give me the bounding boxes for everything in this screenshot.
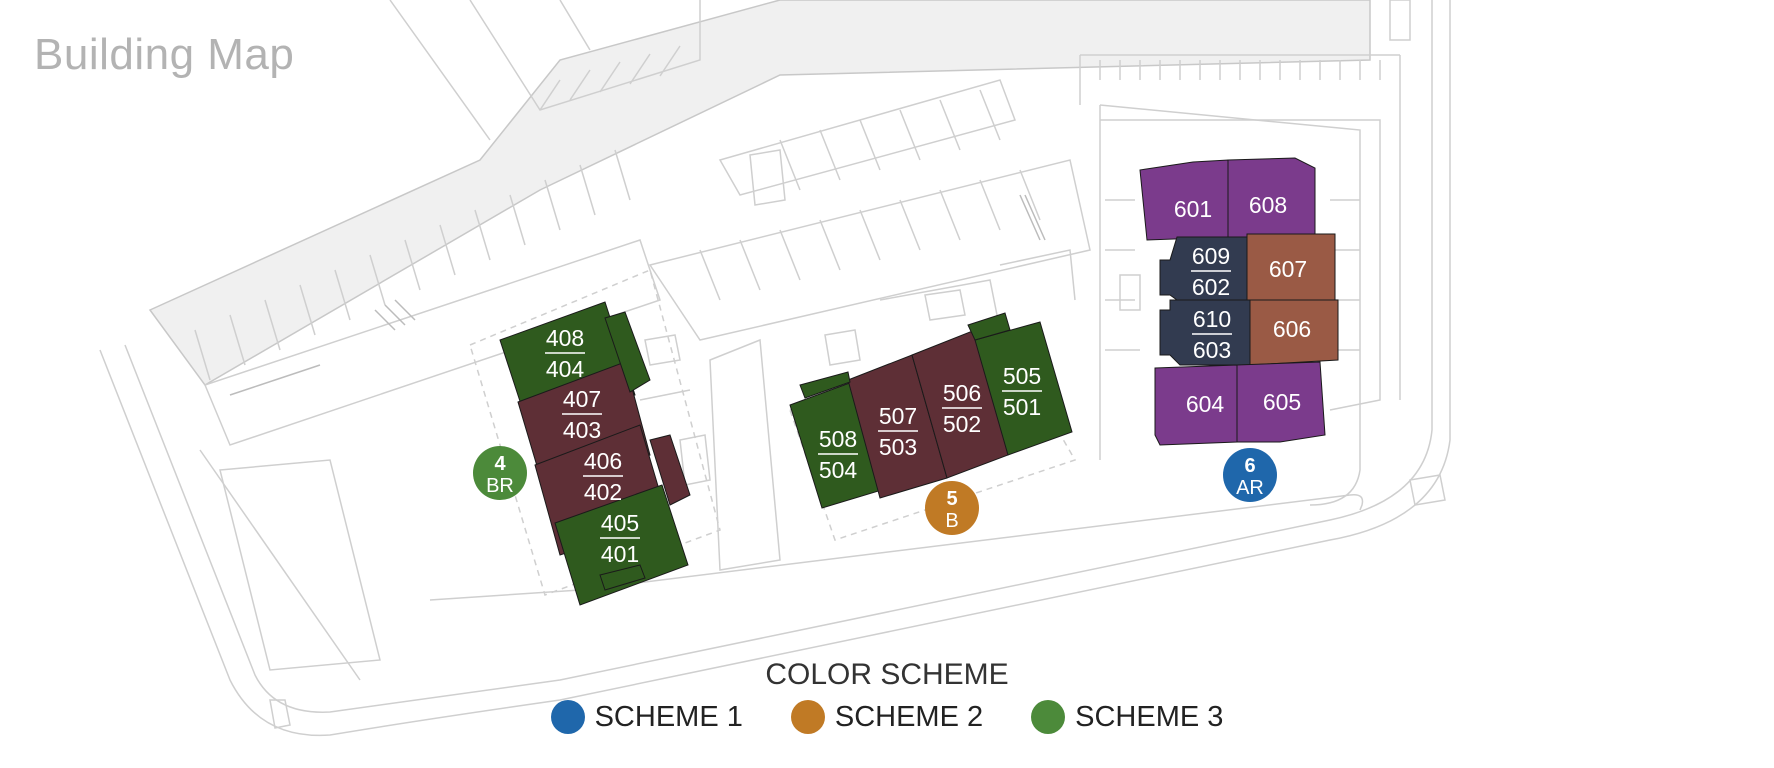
- unit-label-top: 505: [1003, 363, 1041, 389]
- building-number: 5: [946, 488, 957, 510]
- unit-604[interactable]: [1154, 364, 1238, 446]
- unit-label-top: 609: [1192, 243, 1230, 269]
- building-6-badge[interactable]: [1223, 448, 1277, 502]
- scheme-2-swatch: [790, 700, 825, 734]
- unit-label: 607: [1269, 256, 1307, 282]
- legend-label: SCHEME 1: [594, 700, 743, 733]
- unit-505-501[interactable]: [974, 321, 1073, 456]
- unit-label-top: 507: [879, 403, 917, 429]
- building-5-badge[interactable]: [925, 481, 979, 535]
- legend-title: COLOR SCHEME: [765, 658, 1009, 691]
- unit-label-top: 405: [601, 510, 639, 536]
- unit-label-top: 407: [563, 386, 601, 412]
- unit-label: 606: [1273, 316, 1311, 342]
- unit-label-top: 508: [819, 426, 857, 452]
- unit-606[interactable]: [1249, 299, 1339, 366]
- building-number: 6: [1244, 455, 1255, 477]
- site-plan-lines: [99, 0, 1451, 737]
- unit-label-bottom: 603: [1193, 337, 1231, 363]
- unit-label: 605: [1263, 389, 1301, 415]
- unit-405-401[interactable]: [554, 484, 689, 606]
- unit-side-block: [604, 311, 651, 393]
- building-6[interactable]: 601 608 609 602 607 610 603 606 604 605 …: [1139, 157, 1339, 502]
- unit-side-block: [967, 312, 1011, 341]
- unit-label-bottom: 404: [546, 356, 585, 382]
- unit-label-bottom: 504: [819, 457, 858, 483]
- unit-side-block: [649, 434, 691, 506]
- building-4[interactable]: 408 404 407 403 406 402 405 401 4 BR: [473, 301, 691, 606]
- building-type: BR: [486, 475, 514, 497]
- page-title: Building Map: [34, 30, 295, 79]
- unit-label-top: 506: [943, 380, 981, 406]
- unit-side-block: [799, 371, 851, 399]
- unit-label-top: 610: [1193, 306, 1231, 332]
- unit-label-top: 406: [584, 448, 622, 474]
- legend-label: SCHEME 3: [1075, 700, 1224, 733]
- legend-item-scheme-1[interactable]: SCHEME 1: [550, 700, 743, 734]
- unit-label-bottom: 502: [943, 411, 981, 437]
- unit-label-bottom: 501: [1003, 394, 1041, 420]
- legend-item-scheme-3[interactable]: SCHEME 3: [1031, 700, 1223, 734]
- unit-label: 608: [1249, 192, 1287, 218]
- legend-label: SCHEME 2: [834, 700, 984, 733]
- building-5[interactable]: 508 504 507 503 506 502 505 501 5 B: [789, 312, 1073, 535]
- unit-label-bottom: 402: [584, 479, 622, 505]
- color-scheme-legend: SCHEME 1 SCHEME 2 SCHEME 3: [0, 700, 1774, 734]
- unit-label: 604: [1186, 391, 1225, 417]
- legend-item-scheme-2[interactable]: SCHEME 2: [790, 700, 984, 734]
- unit-label: 601: [1174, 196, 1212, 222]
- unit-side-block: [599, 564, 646, 591]
- building-number: 4: [494, 453, 506, 475]
- scheme-3-swatch: [1031, 700, 1066, 734]
- scheme-1-swatch: [550, 700, 585, 734]
- building-type: AR: [1236, 477, 1264, 499]
- unit-label-bottom: 503: [879, 434, 917, 460]
- unit-label-bottom: 602: [1192, 274, 1230, 300]
- unit-label-bottom: 401: [601, 541, 639, 567]
- unit-label-top: 408: [546, 325, 584, 351]
- unit-608[interactable]: [1227, 157, 1316, 238]
- building-4-badge[interactable]: [473, 446, 527, 500]
- unit-605[interactable]: [1236, 361, 1326, 443]
- unit-label-bottom: 403: [563, 417, 601, 443]
- building-type: B: [945, 510, 958, 532]
